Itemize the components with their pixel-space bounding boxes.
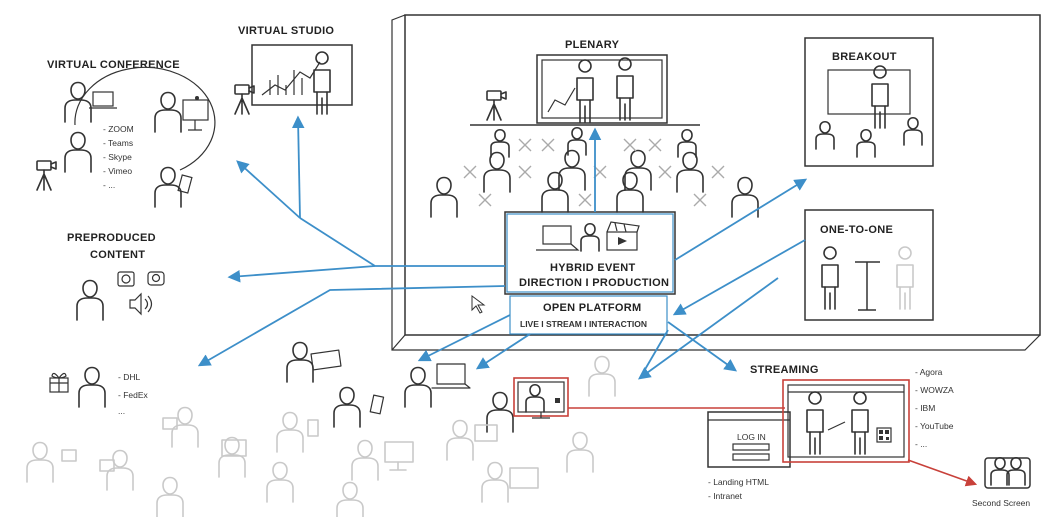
- conference-tools-list: - ZOOM - Teams - Skype - Vimeo - ...: [103, 124, 134, 190]
- second-screen-label: Second Screen: [972, 498, 1030, 508]
- svg-text:- Agora: - Agora: [915, 367, 943, 377]
- svg-text:...: ...: [118, 406, 125, 416]
- hybrid-event-hub: HYBRID EVENT DIRECTION I PRODUCTION: [504, 211, 676, 295]
- photo-camera-icon: [117, 271, 135, 287]
- svg-text:- FedEx: - FedEx: [118, 390, 149, 400]
- qr-code-icon: [876, 427, 892, 443]
- svg-text:- ZOOM: - ZOOM: [103, 124, 134, 134]
- one-to-one-label: ONE-TO-ONE: [820, 224, 893, 236]
- svg-text:- WOWZA: - WOWZA: [915, 385, 954, 395]
- svg-text:- Landing HTML: - Landing HTML: [708, 477, 769, 487]
- svg-text:- Teams: - Teams: [103, 138, 133, 148]
- clapperboard-icon: [606, 221, 640, 251]
- svg-text:- IBM: - IBM: [915, 403, 935, 413]
- streaming: STREAMING LOG IN - Landing HTML - Intran…: [707, 364, 978, 501]
- breakout-label: BREAKOUT: [832, 51, 897, 63]
- one-to-one: ONE-TO-ONE: [804, 209, 934, 321]
- live-stream-interaction-label: LIVE I STREAM I INTERACTION: [520, 319, 647, 329]
- svg-text:- YouTube: - YouTube: [915, 421, 954, 431]
- virtual-conference-label: VIRTUAL CONFERENCE: [47, 59, 180, 71]
- speaker-icon: [129, 292, 153, 316]
- preproduced-label-2: CONTENT: [90, 249, 145, 261]
- second-screen: Second Screen: [972, 456, 1031, 508]
- virtual-conference: VIRTUAL CONFERENCE - ZOOM - Teams - Skyp…: [36, 59, 216, 208]
- virtual-studio: VIRTUAL STUDIO: [234, 25, 353, 115]
- svg-text:- Intranet: - Intranet: [708, 491, 743, 501]
- svg-text:- DHL: - DHL: [118, 372, 140, 382]
- log-in-label: LOG IN: [737, 432, 766, 442]
- open-platform: OPEN PLATFORM LIVE I STREAM I INTERACTIO…: [509, 295, 668, 335]
- camera-icon: [486, 90, 507, 121]
- svg-text:- ...: - ...: [103, 180, 115, 190]
- camera-icon: [234, 84, 255, 115]
- mouse-cursor-icon: [471, 295, 486, 314]
- svg-text:- ...: - ...: [915, 439, 927, 449]
- plenary-label: PLENARY: [565, 39, 620, 51]
- gift-icon: [49, 372, 69, 393]
- direction-production-label: DIRECTION I PRODUCTION: [519, 277, 669, 289]
- shipping-group: - DHL - FedEx ...: [49, 366, 149, 416]
- highlighted-device: [513, 377, 785, 419]
- camera-icon: [36, 160, 57, 191]
- streaming-label: STREAMING: [750, 364, 819, 376]
- remote-audience: [286, 341, 514, 433]
- preproduced-content: PREPRODUCED CONTENT: [67, 232, 165, 321]
- remote-audience-faded: [26, 355, 616, 522]
- svg-text:- Vimeo: - Vimeo: [103, 166, 132, 176]
- hybrid-event-label: HYBRID EVENT: [550, 262, 636, 274]
- svg-text:- Skype: - Skype: [103, 152, 132, 162]
- laptop-icon: [536, 225, 580, 251]
- venue-box: [391, 14, 1041, 351]
- connection-arrows: [197, 115, 808, 380]
- streaming-platforms-list: - Agora - WOWZA - IBM - YouTube - ...: [915, 367, 954, 449]
- plenary: PLENARY: [430, 39, 759, 218]
- preproduced-label-1: PREPRODUCED: [67, 232, 156, 244]
- presenter-icon: [313, 51, 331, 115]
- open-platform-label: OPEN PLATFORM: [543, 302, 641, 314]
- camera-icon: [147, 271, 165, 286]
- virtual-studio-label: VIRTUAL STUDIO: [238, 25, 334, 37]
- breakout: BREAKOUT: [804, 37, 934, 167]
